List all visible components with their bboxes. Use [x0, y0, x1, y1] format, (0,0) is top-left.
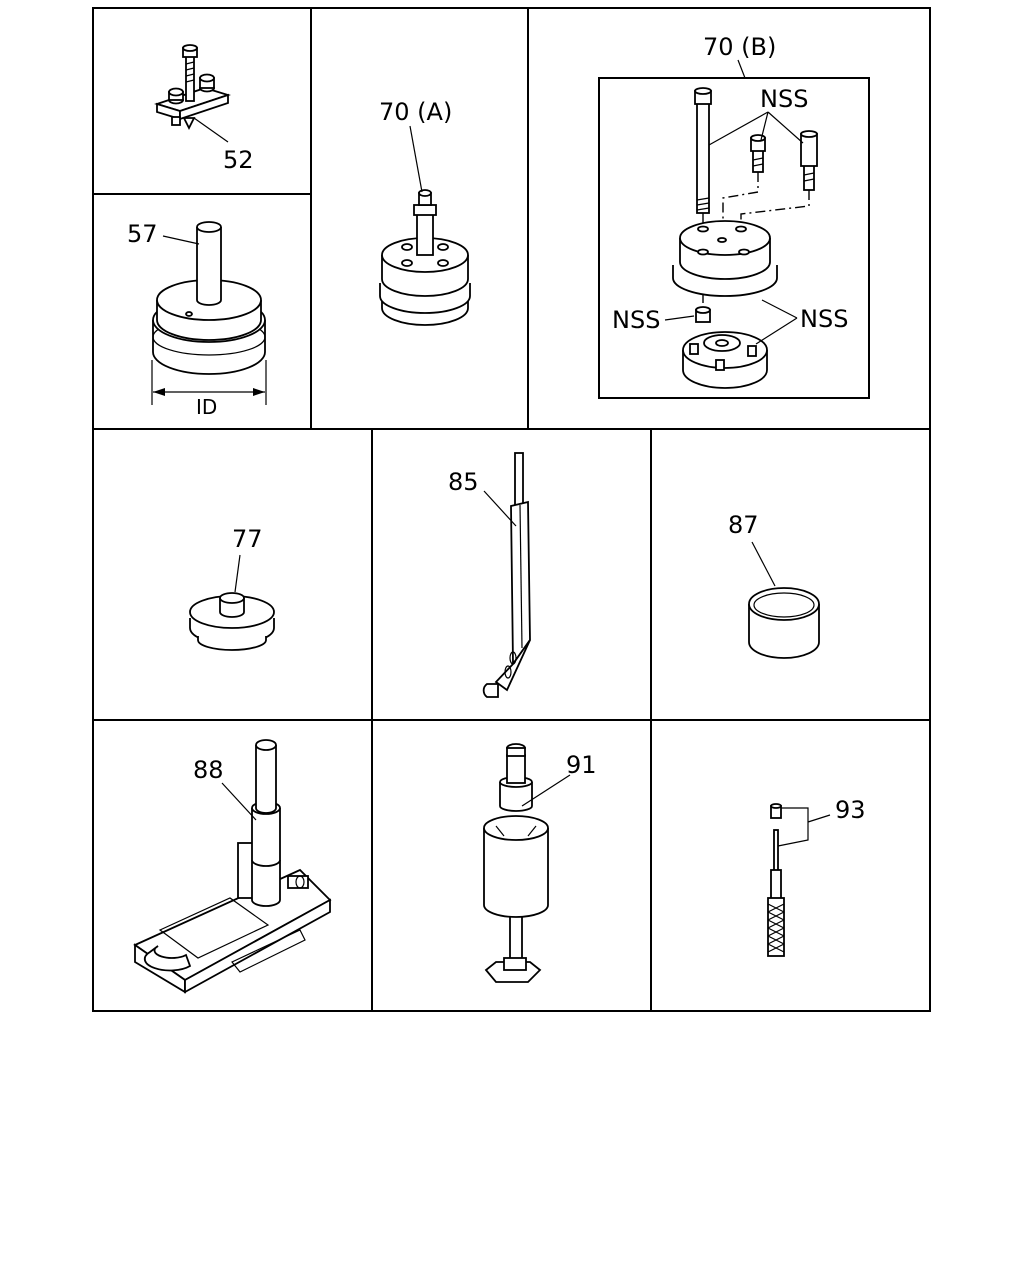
part-70a-drawing	[379, 125, 471, 326]
part-70b-nss-right-label: NSS	[800, 305, 848, 333]
part-57-dimension-label: ID	[196, 395, 217, 419]
part-87-label: 87	[728, 511, 759, 539]
part-85-label: 85	[448, 468, 479, 496]
part-70b-nss-top-label: NSS	[760, 85, 808, 113]
part-77-label: 77	[232, 525, 263, 553]
part-91-label: 91	[566, 751, 597, 779]
part-70b-drawing	[598, 59, 870, 399]
part-91-drawing	[483, 743, 571, 983]
part-93-label: 93	[835, 796, 866, 824]
part-88-label: 88	[193, 756, 224, 784]
part-57-label: 57	[127, 220, 158, 248]
part-70b-label: 70 (B)	[703, 33, 776, 61]
part-77-drawing	[189, 554, 275, 651]
part-70b-nss-left-label: NSS	[612, 306, 660, 334]
diagram-frame	[92, 7, 931, 1012]
part-85-drawing	[482, 452, 531, 698]
part-93-drawing	[767, 803, 831, 957]
part-70a-label: 70 (A)	[379, 98, 452, 126]
part-52-label: 52	[223, 146, 254, 174]
part-87-drawing	[748, 541, 820, 659]
part-88-drawing	[133, 739, 332, 994]
part-52-drawing	[154, 44, 231, 143]
part-57-drawing	[151, 221, 267, 405]
